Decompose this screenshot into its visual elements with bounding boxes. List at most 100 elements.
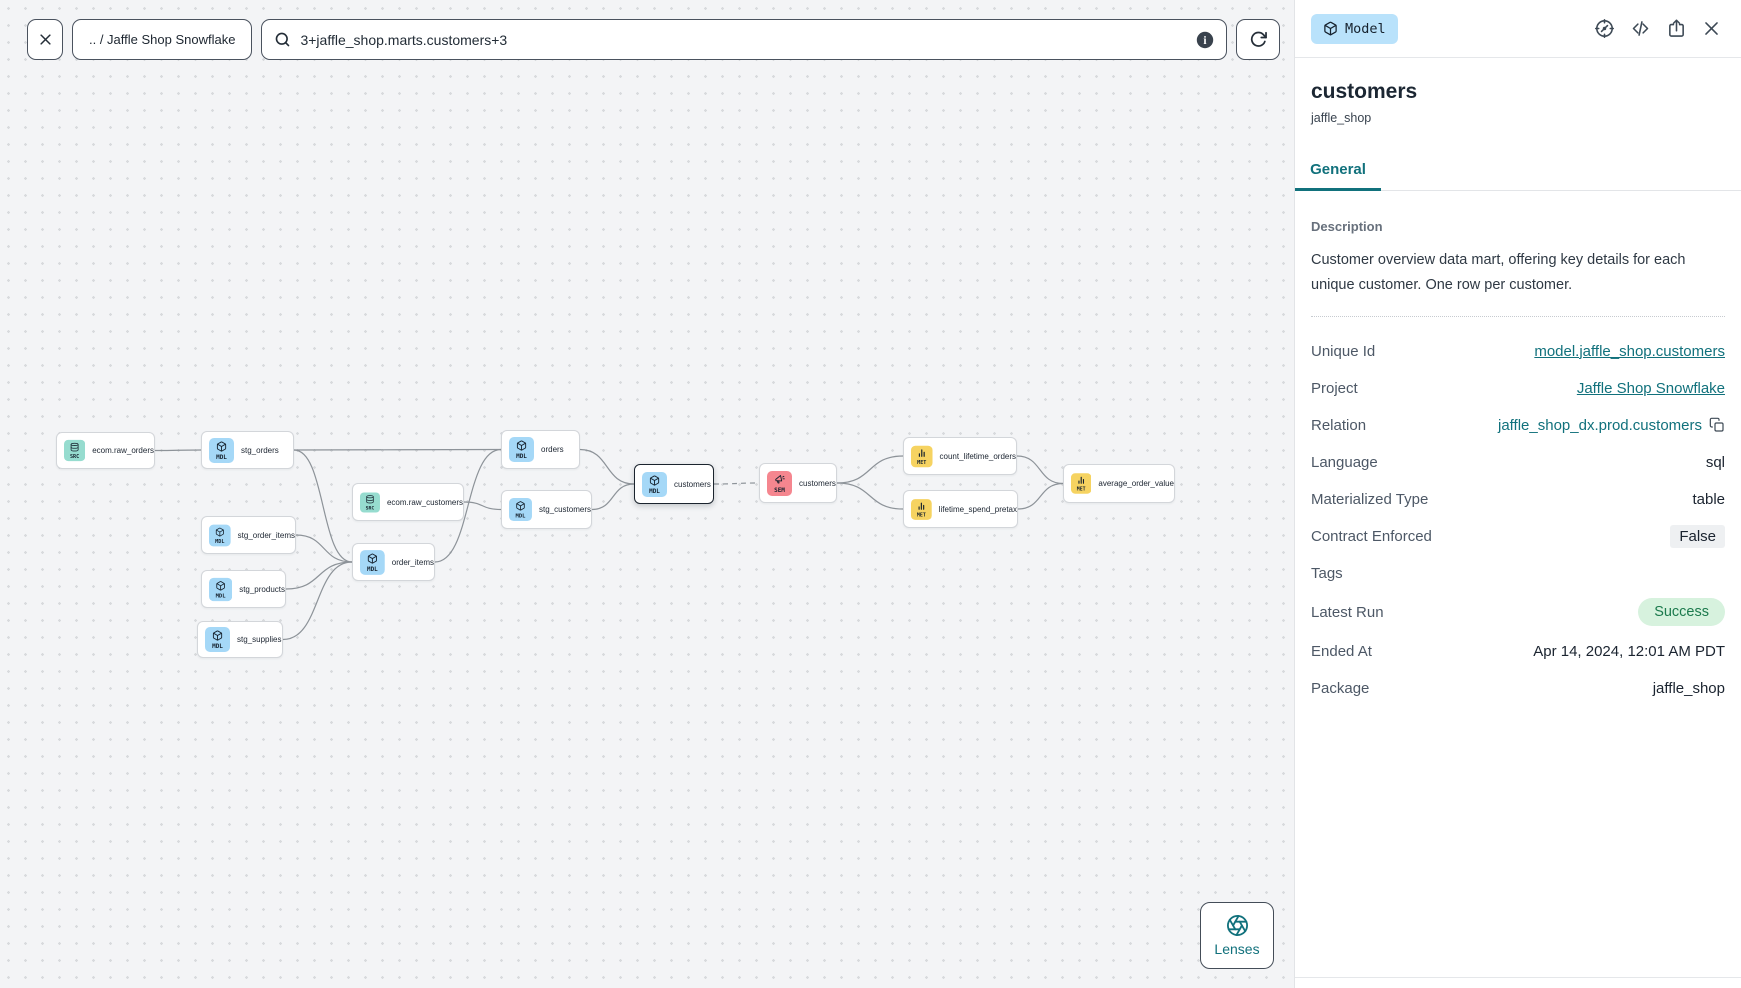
model-icon: MDL: [209, 577, 233, 601]
dag-node-stg_orders[interactable]: MDL stg_orders: [201, 431, 294, 469]
refresh-button[interactable]: [1236, 19, 1281, 60]
close-icon: [39, 34, 51, 45]
field-text: jaffle_shop: [1652, 679, 1725, 697]
field-label: Unique Id: [1311, 342, 1376, 360]
field-label: Materialized Type: [1311, 490, 1429, 508]
resource-type-label: Model: [1345, 20, 1386, 37]
explore-icon: [1594, 18, 1615, 39]
breadcrumb-label: .. / Jaffle Shop Snowflake: [89, 32, 236, 47]
share-button[interactable]: [1666, 18, 1687, 39]
model-icon: MDL: [360, 549, 385, 575]
svg-text:MET: MET: [917, 459, 926, 465]
cube-icon: [1324, 21, 1337, 36]
dag-node-stg_customers[interactable]: MDL stg_customers: [501, 490, 592, 529]
model-icon: MDL: [509, 437, 534, 462]
svg-text:SEM: SEM: [774, 487, 785, 494]
panel-header: Model: [1295, 0, 1741, 58]
metric-icon: MET: [911, 445, 933, 467]
dag-edge: [1017, 482, 1064, 510]
info-icon[interactable]: i: [1196, 31, 1214, 49]
model-icon: MDL: [205, 627, 230, 652]
field-label: Contract Enforced: [1311, 527, 1432, 545]
dag-node-label: stg_customers: [538, 505, 591, 514]
field-row-unique-id: Unique Id model.jaffle_shop.customers: [1311, 339, 1725, 363]
relation-value: jaffle_shop_dx.prod.customers: [1497, 416, 1702, 434]
dag-node-stg_order_items[interactable]: MDL stg_order_items: [201, 516, 296, 554]
model-icon: MDL: [509, 498, 532, 521]
field-text: Apr 14, 2024, 12:01 AM PDT: [1533, 642, 1725, 660]
aperture-icon: [1226, 915, 1248, 936]
dag-node-label: ecom.raw_orders: [92, 446, 154, 455]
copy-icon: [1709, 417, 1724, 432]
field-row-materialized-type: Materialized Type table: [1311, 487, 1725, 511]
dag-node-label: ecom.raw_customers: [386, 497, 463, 507]
field-value: False: [1670, 524, 1725, 548]
field-row-contract-enforced: Contract Enforced False: [1311, 524, 1725, 548]
source-icon: SRC: [64, 439, 86, 462]
divider: [1311, 316, 1725, 317]
breadcrumb[interactable]: .. / Jaffle Shop Snowflake: [72, 19, 253, 60]
svg-text:MET: MET: [1077, 487, 1086, 493]
close-lineage-button[interactable]: [27, 19, 63, 60]
field-row-tags: Tags: [1311, 561, 1725, 585]
dag-node-label: customers: [799, 478, 836, 488]
dag-edge: [295, 534, 353, 563]
close-panel-button[interactable]: [1702, 19, 1721, 38]
model-icon: MDL: [209, 524, 231, 546]
dag-edge: [591, 483, 635, 511]
search-bar[interactable]: i: [261, 19, 1228, 60]
tab-general[interactable]: General: [1295, 161, 1381, 191]
dag-edge: [285, 561, 353, 590]
svg-text:MDL: MDL: [216, 454, 227, 461]
svg-text:MDL: MDL: [516, 513, 527, 519]
view-code-button[interactable]: [1630, 18, 1651, 39]
dag-edge: [463, 501, 502, 511]
resource-type-badge: Model: [1311, 13, 1398, 44]
share-icon: [1669, 19, 1684, 37]
field-value: jaffle_shop: [1653, 680, 1725, 697]
dag-node-label: stg_orders: [241, 445, 279, 455]
explore-button[interactable]: [1594, 18, 1615, 39]
field-label: Tags: [1311, 564, 1343, 582]
panel-tabs: General: [1295, 161, 1741, 191]
field-link[interactable]: Jaffle Shop Snowflake: [1576, 379, 1725, 397]
dag-edge: [579, 448, 635, 485]
dag-node-label: stg_order_items: [237, 530, 295, 540]
svg-text:i: i: [1204, 35, 1208, 47]
close-icon: [1705, 22, 1718, 35]
refresh-icon: [1250, 31, 1267, 47]
field-label: Ended At: [1311, 642, 1372, 660]
copy-button[interactable]: [1709, 417, 1725, 433]
search-icon: [276, 32, 290, 47]
field-value: jaffle_shop_dx.prod.customers: [1498, 417, 1725, 434]
dag-node-raw_orders[interactable]: SRC ecom.raw_orders: [56, 432, 155, 469]
dag-edge: [836, 482, 904, 510]
field-row-ended-at: Ended At Apr 14, 2024, 12:01 AM PDT: [1311, 639, 1725, 663]
dag-edge: [293, 449, 353, 563]
svg-text:MDL: MDL: [516, 453, 527, 460]
metric-icon: MET: [911, 498, 932, 520]
field-text: sql: [1705, 453, 1725, 471]
lenses-label: Lenses: [1214, 941, 1260, 957]
field-value: Apr 14, 2024, 12:01 AM PDT: [1533, 643, 1725, 660]
dag-node-customers_sem[interactable]: SEM customers: [759, 463, 837, 503]
lenses-button[interactable]: Lenses: [1200, 902, 1274, 969]
search-input[interactable]: [300, 31, 1188, 48]
dag-edge: [713, 482, 760, 485]
field-label: Latest Run: [1311, 603, 1384, 621]
svg-text:MDL: MDL: [215, 539, 224, 545]
field-link[interactable]: model.jaffle_shop.customers: [1534, 342, 1725, 360]
field-value: table: [1692, 491, 1725, 508]
